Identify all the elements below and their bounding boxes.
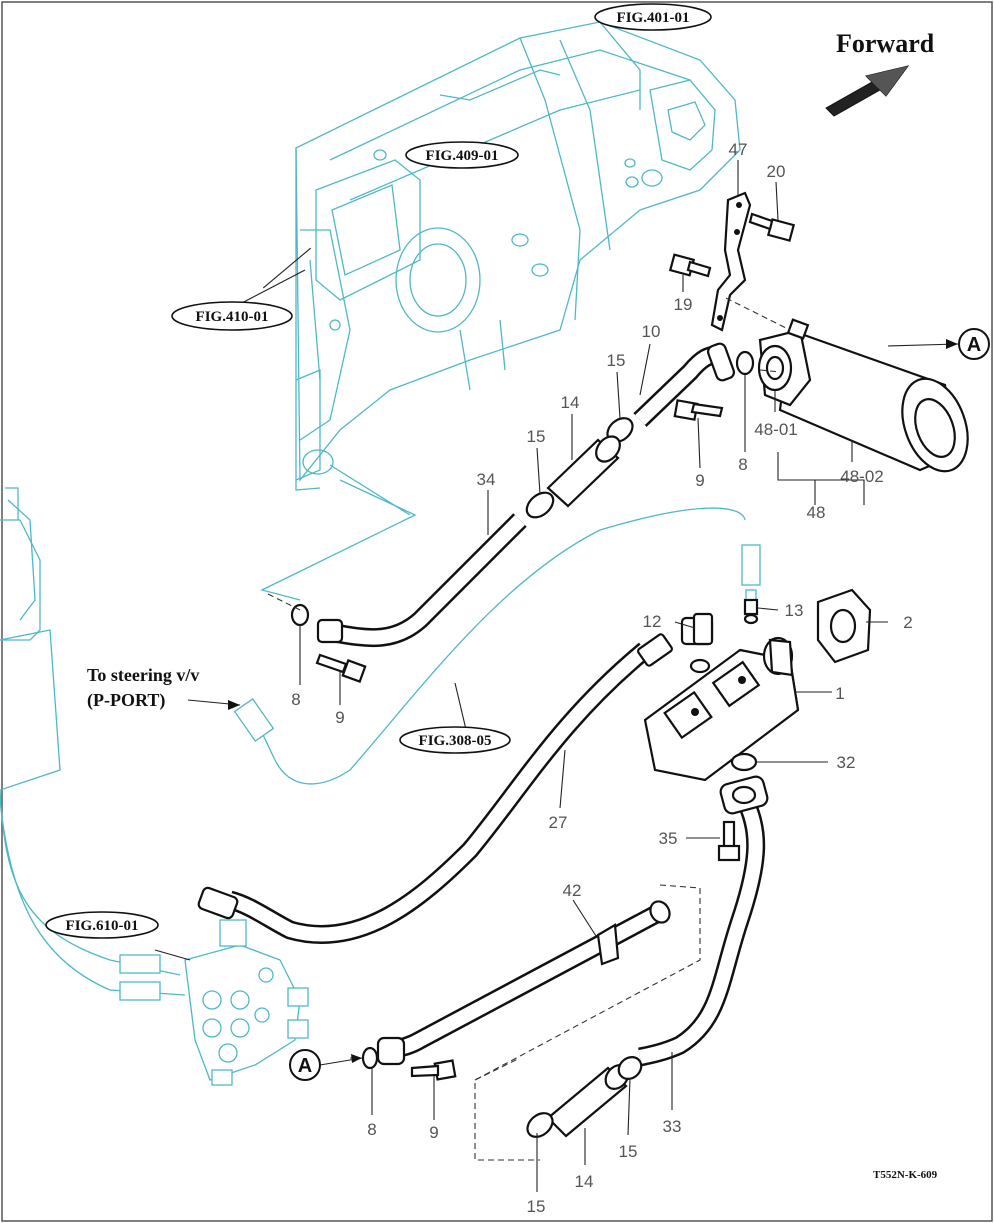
callout-9-b: 9 — [335, 708, 344, 727]
callout-9-c: 9 — [429, 1123, 438, 1142]
fig-308-ref[interactable]: FIG.308-05 — [399, 726, 511, 754]
pipe-10 — [633, 342, 736, 427]
control-lever-reference — [0, 487, 61, 791]
fitting-13 — [743, 598, 759, 625]
fig-410-ref[interactable]: FIG.410-01 — [171, 301, 293, 331]
pipe-34 — [316, 513, 527, 648]
callout-12: 12 — [643, 612, 662, 631]
callout-48-01: 48-01 — [754, 420, 797, 439]
connector-marker-a-right[interactable]: A — [958, 328, 990, 360]
forward-label: Forward — [836, 29, 935, 58]
drawing-code: T552N-K-609 — [873, 1169, 938, 1181]
callout-8-b: 8 — [291, 690, 300, 709]
fig-410-label: FIG.410-01 — [196, 309, 269, 325]
bolt-9-lower — [410, 1059, 457, 1081]
bolt-19 — [668, 253, 712, 278]
callout-27: 27 — [549, 813, 568, 832]
filter-assembly-48 — [757, 318, 969, 473]
callout-14-b: 14 — [575, 1172, 594, 1191]
callout-42: 42 — [563, 881, 582, 900]
steering-note-line2: (P-PORT) — [87, 690, 165, 711]
bolt-9-upper — [673, 399, 724, 421]
hydraulic-pump-1 — [643, 636, 800, 782]
hose-14-upper — [546, 435, 621, 508]
control-valve-reference — [119, 919, 309, 1086]
hose-27 — [197, 633, 673, 944]
callout-2: 2 — [903, 613, 912, 632]
fig-610-label: FIG.610-01 — [66, 918, 139, 934]
bolt-35 — [717, 820, 741, 862]
callout-15-b: 15 — [527, 427, 546, 446]
callout-48-02: 48-02 — [840, 467, 883, 486]
callout-32: 32 — [837, 753, 856, 772]
callout-19: 19 — [674, 295, 693, 314]
o-ring-8-filter — [735, 350, 755, 376]
callout-20: 20 — [767, 162, 786, 181]
callout-35: 35 — [659, 829, 678, 848]
callout-15-a: 15 — [607, 351, 626, 370]
callout-8-c: 8 — [367, 1120, 376, 1139]
callout-numbers: 47 20 19 10 15 14 15 34 9 8 48-01 48-02 … — [291, 140, 912, 1216]
callout-48: 48 — [807, 503, 826, 522]
o-ring-32 — [730, 752, 758, 772]
callout-34: 34 — [477, 470, 496, 489]
callout-13: 13 — [785, 601, 804, 620]
callout-15-c: 15 — [619, 1142, 638, 1161]
o-ring-8-left — [290, 603, 310, 627]
clamp-15-lower-left — [526, 1112, 554, 1138]
steering-note-line1: To steering v/v — [87, 665, 199, 685]
bracket-47 — [710, 191, 752, 332]
marker-a-right-label: A — [967, 334, 981, 356]
fig-610-ref[interactable]: FIG.610-01 — [45, 911, 159, 939]
callout-8-a: 8 — [738, 455, 747, 474]
marker-a-left-label: A — [298, 1055, 312, 1077]
callout-15-d: 15 — [527, 1197, 546, 1216]
fig-409-ref[interactable]: FIG.409-01 — [405, 141, 519, 169]
callout-47: 47 — [729, 140, 748, 159]
callout-14-a: 14 — [561, 393, 580, 412]
pipe-42 — [376, 900, 671, 1066]
elbow-fitting-12 — [680, 612, 714, 674]
clamp-15-mid — [525, 491, 555, 519]
gasket-2 — [816, 588, 872, 664]
steering-pipe-reference — [0, 507, 761, 996]
fig-401-label: FIG.401-01 — [617, 10, 690, 26]
connector-marker-a-left[interactable]: A — [289, 1049, 321, 1081]
pipe-33 — [638, 775, 769, 1067]
fig-409-label: FIG.409-01 — [426, 148, 499, 164]
callout-9-a: 9 — [695, 471, 704, 490]
transmission-housing-reference — [260, 21, 741, 601]
forward-arrow-icon — [825, 65, 910, 117]
clamp-15-lower-right — [617, 1056, 643, 1080]
leader-lines — [154, 160, 959, 1192]
callout-33: 33 — [663, 1117, 682, 1136]
bolt-20 — [748, 212, 796, 242]
bolt-9-left — [315, 653, 367, 684]
fig-308-label: FIG.308-05 — [419, 733, 492, 749]
callout-1: 1 — [835, 684, 844, 703]
callout-10: 10 — [642, 322, 661, 341]
o-ring-8-lower — [361, 1046, 379, 1070]
fig-401-ref[interactable]: FIG.401-01 — [594, 3, 712, 31]
